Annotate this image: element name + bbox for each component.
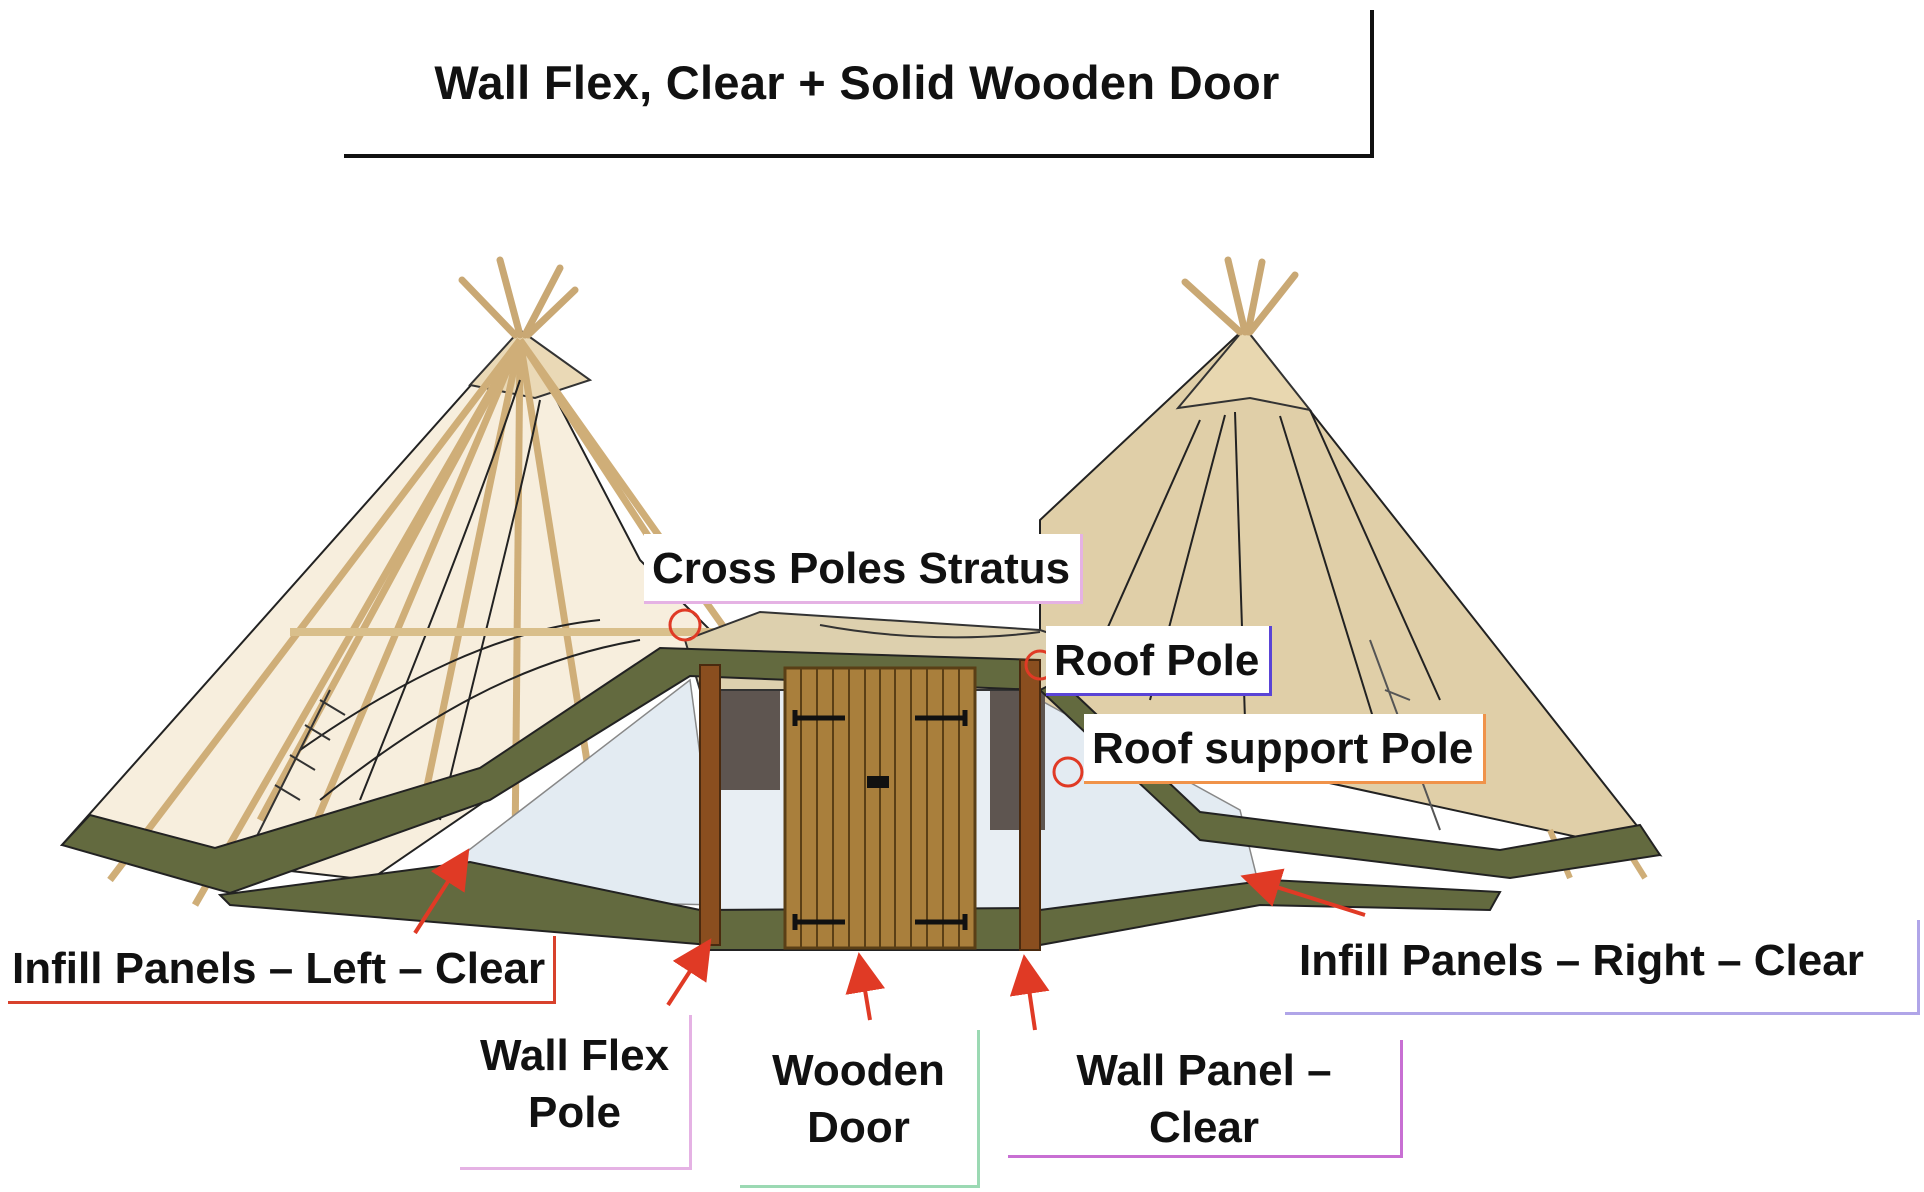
left-lacing <box>254 689 346 841</box>
door-hinges <box>792 710 968 930</box>
left-tipi-poles <box>107 337 743 907</box>
right-tipi-top-cap <box>1175 326 1313 412</box>
label-wooden-door: Wooden Door <box>740 1030 980 1188</box>
marker-circles <box>668 608 1084 788</box>
label-arrows <box>413 848 1366 1031</box>
page-title: Wall Flex, Clear + Solid Wooden Door <box>434 55 1280 109</box>
label-wall-flex-pole: Wall Flex Pole <box>460 1015 692 1170</box>
left-pole-tips <box>458 256 579 339</box>
wall-flex-pole-left <box>699 664 721 946</box>
left-tipi-seams <box>299 379 641 821</box>
label-infill-left: Infill Panels – Left – Clear <box>8 936 557 1005</box>
door-latch <box>867 776 889 788</box>
right-pole-tips <box>1181 256 1299 336</box>
label-wall-panel-clear: Wall Panel – Clear <box>1008 1040 1403 1158</box>
wall-flex-pole-right <box>1019 659 1041 951</box>
wooden-door <box>783 666 977 950</box>
title-box: Wall Flex, Clear + Solid Wooden Door <box>344 10 1374 158</box>
label-infill-right: Infill Panels – Right – Clear <box>1285 920 1920 1015</box>
label-cross-poles-stratus: Cross Poles Stratus <box>644 534 1084 605</box>
label-roof-pole: Roof Pole <box>1046 626 1273 697</box>
label-roof-support-pole: Roof support Pole <box>1084 714 1487 785</box>
roof-seam <box>819 624 1041 639</box>
